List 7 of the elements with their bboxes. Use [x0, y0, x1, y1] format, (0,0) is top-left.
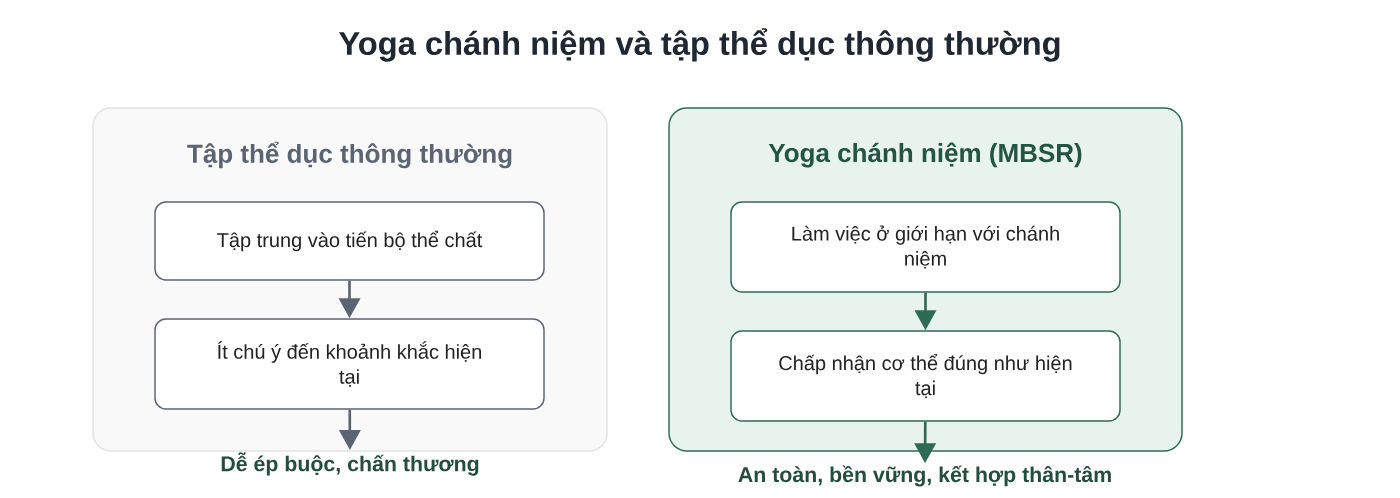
- title: Yoga chánh niệm và tập thể dục thông thường: [338, 28, 1060, 62]
- outcome-text: An toàn, bền vững, kết hợp thân-tâm: [738, 465, 1111, 487]
- outcome-text: Dễ ép buộc, chấn thương: [221, 452, 479, 476]
- process-box: Làm việc ở giới hạn với chánh niệm: [730, 201, 1121, 293]
- process-box: Tập trung vào tiến bộ thể chất: [154, 201, 545, 281]
- process-box: Ít chú ý đến khoảnh khắc hiện tại: [154, 318, 545, 410]
- process-box: Chấp nhận cơ thể đúng như hiện tại: [730, 330, 1121, 422]
